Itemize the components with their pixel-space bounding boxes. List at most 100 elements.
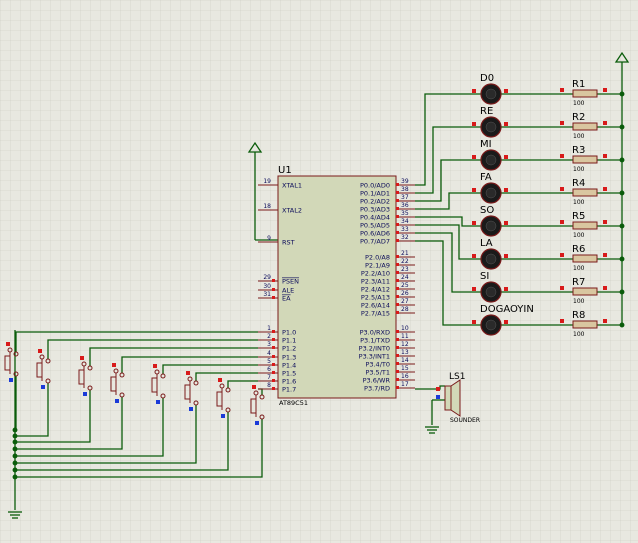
led-5[interactable]: SO (472, 205, 508, 237)
bus-wires (12, 91, 625, 480)
led-pin-marker (472, 89, 476, 93)
pin-number: 23 (401, 266, 409, 273)
pin-marker (396, 362, 399, 365)
led-6[interactable]: LA (472, 238, 508, 270)
resistor-value: 100 (573, 199, 585, 206)
push-switch-4[interactable] (110, 363, 125, 403)
push-switch-5[interactable] (151, 364, 166, 404)
switch-body (216, 391, 223, 407)
pin-marker (272, 338, 275, 341)
led-pin-marker (504, 155, 508, 159)
pin-number: 38 (401, 186, 409, 193)
resistor-pin-marker (560, 319, 564, 323)
sounder[interactable]: LS1 SOUNDER (436, 372, 480, 424)
pin-name: P1.5 (282, 370, 296, 378)
pin-name: P3.7/RD (364, 385, 390, 393)
resistor-pin-marker (560, 253, 564, 257)
resistor-value: 100 (573, 331, 585, 338)
switch-body (151, 377, 158, 393)
switch-marker-blue (255, 421, 259, 425)
pin-number: 28 (401, 306, 409, 313)
led-3[interactable]: MI (472, 139, 508, 171)
pin-marker (396, 303, 399, 306)
push-switch-7[interactable] (216, 378, 231, 418)
pin-number: 39 (401, 178, 409, 185)
pin-number: 2 (267, 333, 271, 340)
led-1[interactable]: D0 (472, 73, 508, 105)
led-pin-marker (472, 155, 476, 159)
led-7[interactable]: SI (472, 271, 508, 303)
led-2[interactable]: RE (472, 106, 508, 138)
resistor-value: 100 (573, 133, 585, 140)
switch-contact (87, 385, 93, 391)
resistor-body (572, 155, 598, 164)
resistor-body (572, 122, 598, 131)
push-switch-8[interactable] (250, 385, 265, 425)
pin-name: P0.6/AD6 (360, 230, 390, 238)
switch-marker-blue (41, 385, 45, 389)
led-lens (485, 88, 497, 100)
push-switch-1[interactable] (4, 342, 19, 382)
switch-marker-blue (221, 414, 225, 418)
led-label: LA (480, 238, 493, 249)
push-switch-6[interactable] (184, 371, 199, 411)
led-8[interactable]: DOGAOYIN (472, 304, 534, 336)
led-4[interactable]: FA (472, 172, 508, 204)
power-terminal-left (247, 141, 263, 153)
switch-marker-blue (156, 400, 160, 404)
push-switch-3[interactable] (78, 356, 93, 396)
led-pin-marker (472, 188, 476, 192)
switch-contact (225, 387, 231, 393)
push-switch-2[interactable] (36, 349, 51, 389)
pin-name: P2.7/A15 (361, 310, 390, 318)
pin-name: P3.2/INT0 (359, 345, 390, 353)
